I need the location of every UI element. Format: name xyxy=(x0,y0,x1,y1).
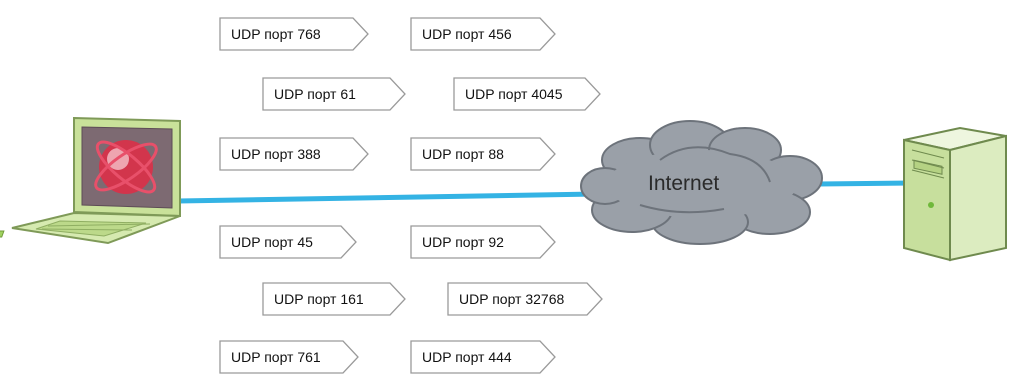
udp-port-tag: UDP порт 61 xyxy=(262,77,406,111)
udp-port-label: UDP порт 88 xyxy=(422,146,504,162)
udp-port-tag: UDP порт 4045 xyxy=(453,77,601,111)
udp-port-label: UDP порт 32768 xyxy=(459,291,565,307)
udp-port-label: UDP порт 456 xyxy=(422,26,512,42)
udp-port-label: UDP порт 45 xyxy=(231,234,313,250)
udp-port-label: UDP порт 388 xyxy=(231,146,321,162)
udp-port-tag: UDP порт 444 xyxy=(410,340,556,374)
arrow-tag-shape xyxy=(410,137,556,171)
udp-port-label: UDP порт 4045 xyxy=(465,86,563,102)
arrow-tag-shape xyxy=(453,77,601,111)
udp-port-label: UDP порт 768 xyxy=(231,26,321,42)
network-link-left xyxy=(177,191,597,204)
arrow-tag-shape xyxy=(219,225,357,259)
udp-port-label: UDP порт 444 xyxy=(422,349,512,365)
udp-port-tag: UDP порт 92 xyxy=(410,225,556,259)
arrow-tag-shape xyxy=(262,77,406,111)
laptop-icon xyxy=(0,116,181,245)
arrow-tag-shape xyxy=(410,17,556,51)
udp-port-tag: UDP порт 456 xyxy=(410,17,556,51)
arrow-tag-shape xyxy=(410,225,556,259)
arrow-tag-shape xyxy=(262,282,406,316)
udp-port-label: UDP порт 61 xyxy=(274,86,356,102)
udp-port-tag: UDP порт 161 xyxy=(262,282,406,316)
arrow-tag-shape xyxy=(219,137,369,171)
server-icon xyxy=(903,126,1007,262)
arrow-tag-shape xyxy=(410,340,556,374)
udp-port-tag: UDP порт 32768 xyxy=(447,282,603,316)
udp-port-tag: UDP порт 88 xyxy=(410,137,556,171)
udp-port-tag: UDP порт 45 xyxy=(219,225,357,259)
udp-port-label: UDP порт 92 xyxy=(422,234,504,250)
network-link-right xyxy=(817,180,913,187)
internet-cloud-icon xyxy=(580,120,823,245)
udp-port-label: UDP порт 761 xyxy=(231,349,321,365)
udp-port-tag: UDP порт 388 xyxy=(219,137,369,171)
udp-port-tag: UDP порт 761 xyxy=(219,340,359,374)
arrow-tag-shape xyxy=(219,17,369,51)
udp-port-tag: UDP порт 768 xyxy=(219,17,369,51)
internet-label: Internet xyxy=(648,172,720,195)
udp-port-label: UDP порт 161 xyxy=(274,291,364,307)
arrow-tag-shape xyxy=(219,340,359,374)
arrow-tag-shape xyxy=(447,282,603,316)
